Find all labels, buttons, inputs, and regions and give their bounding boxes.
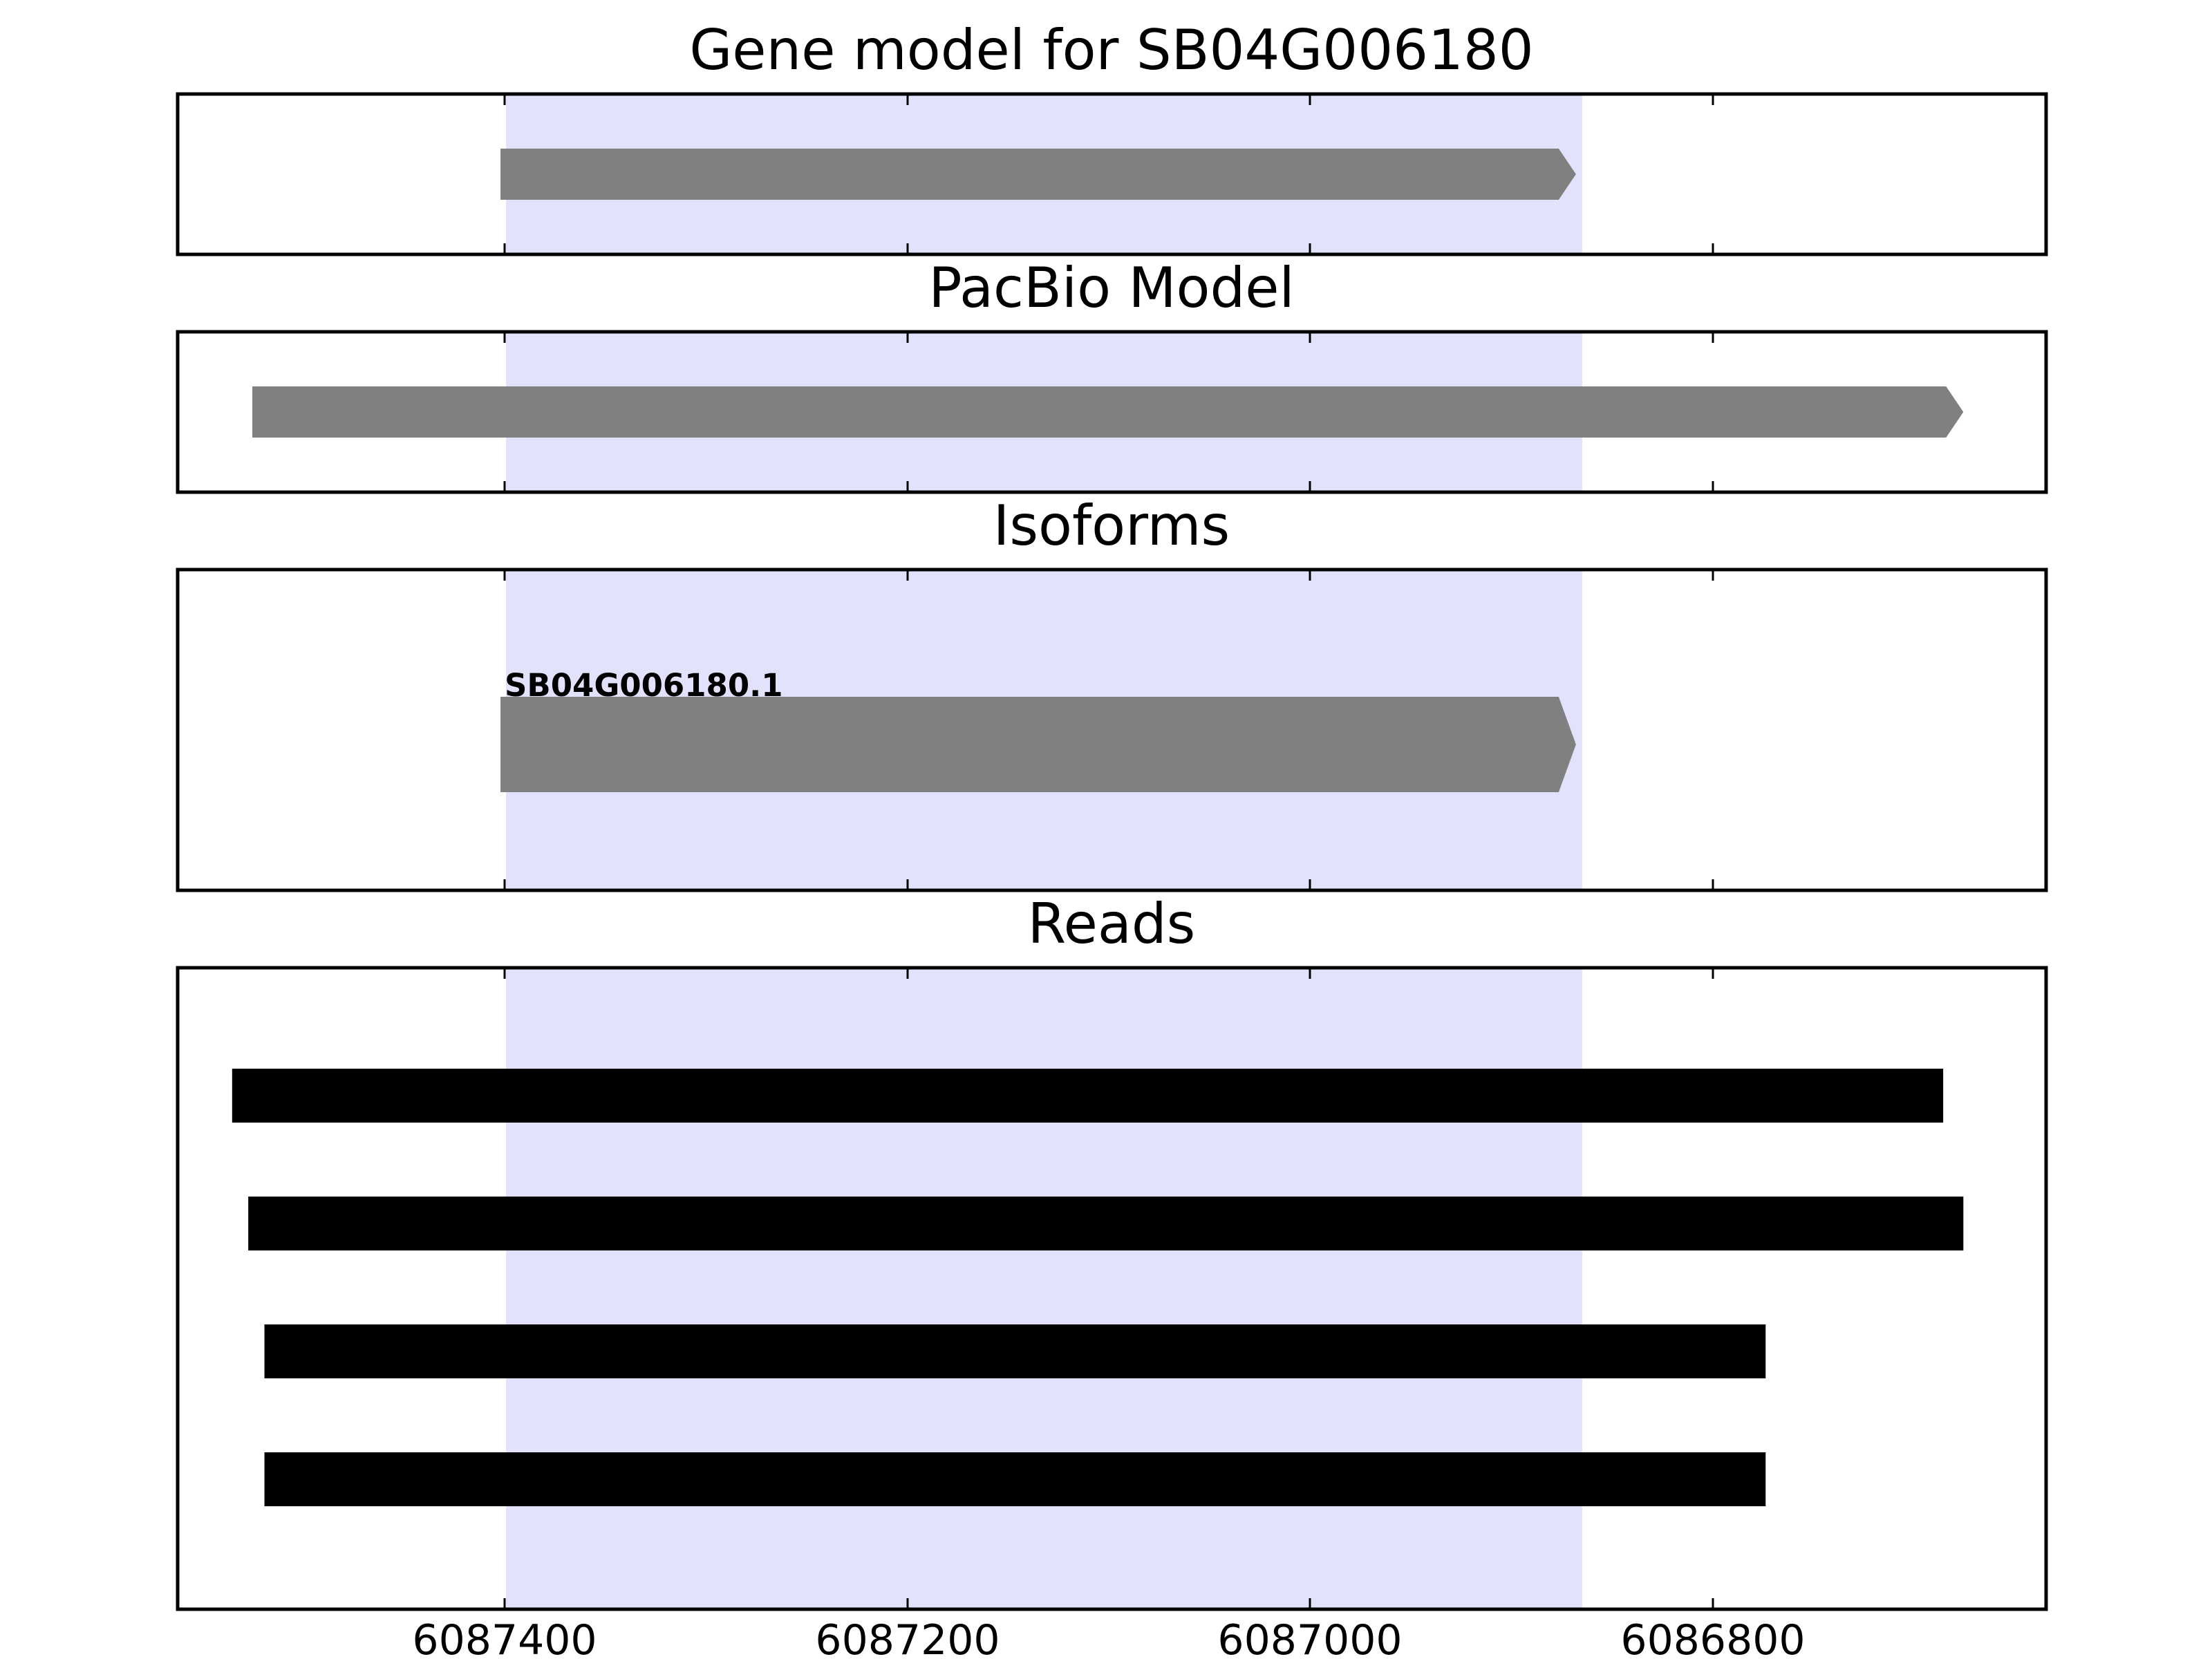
- isoforms-frame: [176, 568, 2048, 892]
- gene-model-title: Gene model for SB04G006180: [689, 18, 1533, 82]
- reads-feature-4: [264, 1452, 1766, 1506]
- reads-feature-2: [248, 1197, 1964, 1250]
- isoforms-feature-1: [500, 697, 1576, 792]
- isoforms-title: Isoforms: [993, 494, 1230, 558]
- pacbio-model-ticks: [503, 332, 1714, 492]
- reads-features: [232, 1069, 1964, 1506]
- isoforms-ticks: [503, 570, 1714, 890]
- reads-ticks: [503, 968, 1714, 1609]
- gene-model-features: [500, 149, 1576, 200]
- reads-panel: Reads: [176, 892, 2048, 1611]
- x-tick-label: 6087400: [412, 1616, 597, 1659]
- isoforms-features: [500, 697, 1576, 792]
- reads-highlight: [506, 968, 1582, 1609]
- reads-feature-1: [232, 1069, 1944, 1123]
- pacbio-model-feature-1: [252, 386, 1964, 438]
- pacbio-model-title: PacBio Model: [928, 256, 1294, 320]
- pacbio-model-features: [252, 386, 1964, 438]
- gene-model-feature-1: [500, 149, 1576, 200]
- gene-model-panel: Gene model for SB04G006180: [176, 18, 2048, 256]
- reads-title: Reads: [1028, 892, 1196, 956]
- pacbio-model-panel: PacBio Model: [176, 256, 2048, 494]
- gene-model-ticks: [503, 94, 1714, 254]
- isoforms-panel: Isoforms SB04G006180.1: [176, 494, 2048, 892]
- x-tick-label: 6087200: [815, 1616, 1000, 1659]
- x-tick-label: 6086800: [1620, 1616, 1805, 1659]
- reads-frame: [176, 966, 2048, 1611]
- pacbio-model-frame: [176, 330, 2048, 494]
- x-axis-tick-labels: 6087400 6087200 6087000 6086800: [412, 1616, 1805, 1659]
- reads-feature-3: [264, 1324, 1766, 1378]
- x-tick-label: 6087000: [1217, 1616, 1402, 1659]
- gene-model-frame: [176, 92, 2048, 256]
